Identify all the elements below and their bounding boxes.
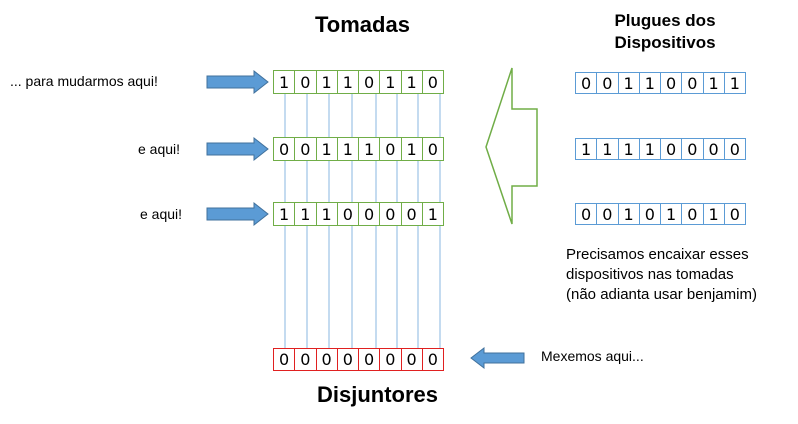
- plug-bit: 0: [575, 203, 598, 225]
- plug-bit: 0: [596, 203, 619, 225]
- note-line-3: (não adianta usar benjamim): [566, 286, 757, 303]
- explanation-note: Precisamos encaixar esses dispositivos n…: [566, 245, 757, 305]
- plug-bit: 0: [660, 72, 683, 94]
- socket-bit: 0: [294, 70, 317, 94]
- plug-bit: 0: [681, 203, 704, 225]
- plug-bit: 0: [702, 138, 725, 160]
- plug-bit: 1: [638, 138, 661, 160]
- label-breakers: Mexemos aqui...: [541, 348, 644, 364]
- breaker-bit: 0: [294, 348, 317, 371]
- socket-bit: 1: [421, 202, 444, 226]
- socket-bit: 0: [400, 202, 423, 226]
- socket-bit: 0: [294, 137, 317, 161]
- big-left-arrow-icon: [485, 67, 538, 225]
- plug-row-2: 1 1 1 1 0 0 0 0: [575, 138, 746, 160]
- socket-bit: 1: [315, 202, 338, 226]
- socket-bit: 1: [358, 137, 381, 161]
- arrow-row-2: [206, 136, 269, 162]
- plug-bit: 1: [575, 138, 598, 160]
- arrow-breakers: [470, 346, 525, 370]
- socket-bit: 1: [273, 202, 296, 226]
- plug-bit: 1: [702, 203, 725, 225]
- breaker-bit: 0: [336, 348, 359, 371]
- title-plugues-line-2: Dispositivos: [614, 33, 716, 52]
- socket-bit: 0: [421, 137, 444, 161]
- socket-bit: 1: [336, 137, 359, 161]
- plug-bit: 1: [596, 138, 619, 160]
- label-row-2: e aqui!: [138, 141, 181, 157]
- title-disjuntores: Disjuntores: [317, 382, 439, 407]
- socket-bit: 1: [315, 70, 338, 94]
- plug-bit: 0: [638, 203, 661, 225]
- right-arrow-icon: [206, 69, 269, 95]
- plug-bit: 1: [723, 72, 746, 94]
- plug-row-3: 0 0 1 0 1 0 1 0: [575, 203, 746, 225]
- socket-bit: 1: [400, 137, 423, 161]
- socket-bit: 0: [358, 202, 381, 226]
- plug-bit: 1: [617, 138, 640, 160]
- socket-bit: 0: [336, 202, 359, 226]
- breaker-bit: 0: [273, 348, 296, 371]
- plug-bit: 0: [723, 203, 746, 225]
- socket-row-3: 1 1 1 0 0 0 0 1: [273, 202, 444, 226]
- breaker-bit: 0: [421, 348, 444, 371]
- plug-bit: 0: [681, 72, 704, 94]
- socket-bit: 0: [379, 202, 402, 226]
- wires: [284, 94, 441, 348]
- breaker-bit: 0: [400, 348, 423, 371]
- title-plugues: Plugues dos Dispositivos: [590, 10, 740, 54]
- right-arrow-icon: [206, 136, 269, 162]
- plug-bit: 1: [638, 72, 661, 94]
- plug-bit: 1: [660, 203, 683, 225]
- right-arrow-icon: [206, 201, 269, 227]
- plug-bit: 1: [702, 72, 725, 94]
- title-plugues-line-1: Plugues dos: [614, 11, 716, 30]
- socket-bit: 1: [294, 202, 317, 226]
- socket-bit: 1: [273, 70, 296, 94]
- plug-row-1: 0 0 1 1 0 0 1 1: [575, 72, 746, 94]
- plug-bit: 0: [575, 72, 598, 94]
- breaker-row: 0 0 0 0 0 0 0 0: [273, 348, 444, 371]
- socket-bit: 1: [379, 70, 402, 94]
- plug-bit: 0: [681, 138, 704, 160]
- breaker-bit: 0: [379, 348, 402, 371]
- socket-row-2: 0 0 1 1 1 0 1 0: [273, 137, 444, 161]
- title-tomadas: Tomadas: [315, 12, 410, 37]
- socket-bit: 1: [336, 70, 359, 94]
- note-line-2: dispositivos nas tomadas: [566, 266, 734, 283]
- socket-bit: 0: [379, 137, 402, 161]
- label-row-3: e aqui!: [140, 206, 183, 222]
- plug-bit: 1: [617, 72, 640, 94]
- socket-bit: 1: [400, 70, 423, 94]
- socket-bit: 0: [421, 70, 444, 94]
- left-arrow-icon: [470, 346, 525, 370]
- socket-bit: 0: [273, 137, 296, 161]
- plug-bit: 1: [617, 203, 640, 225]
- plug-bit: 0: [596, 72, 619, 94]
- socket-bit: 0: [358, 70, 381, 94]
- arrow-row-3: [206, 201, 269, 227]
- plug-bit: 0: [660, 138, 683, 160]
- label-row-1: ... para mudarmos aqui!: [10, 73, 158, 89]
- socket-bit: 1: [315, 137, 338, 161]
- arrow-row-1: [206, 69, 269, 95]
- breaker-bit: 0: [315, 348, 338, 371]
- breaker-bit: 0: [358, 348, 381, 371]
- plug-bit: 0: [723, 138, 746, 160]
- note-line-1: Precisamos encaixar esses: [566, 246, 749, 263]
- socket-row-1: 1 0 1 1 0 1 1 0: [273, 70, 444, 94]
